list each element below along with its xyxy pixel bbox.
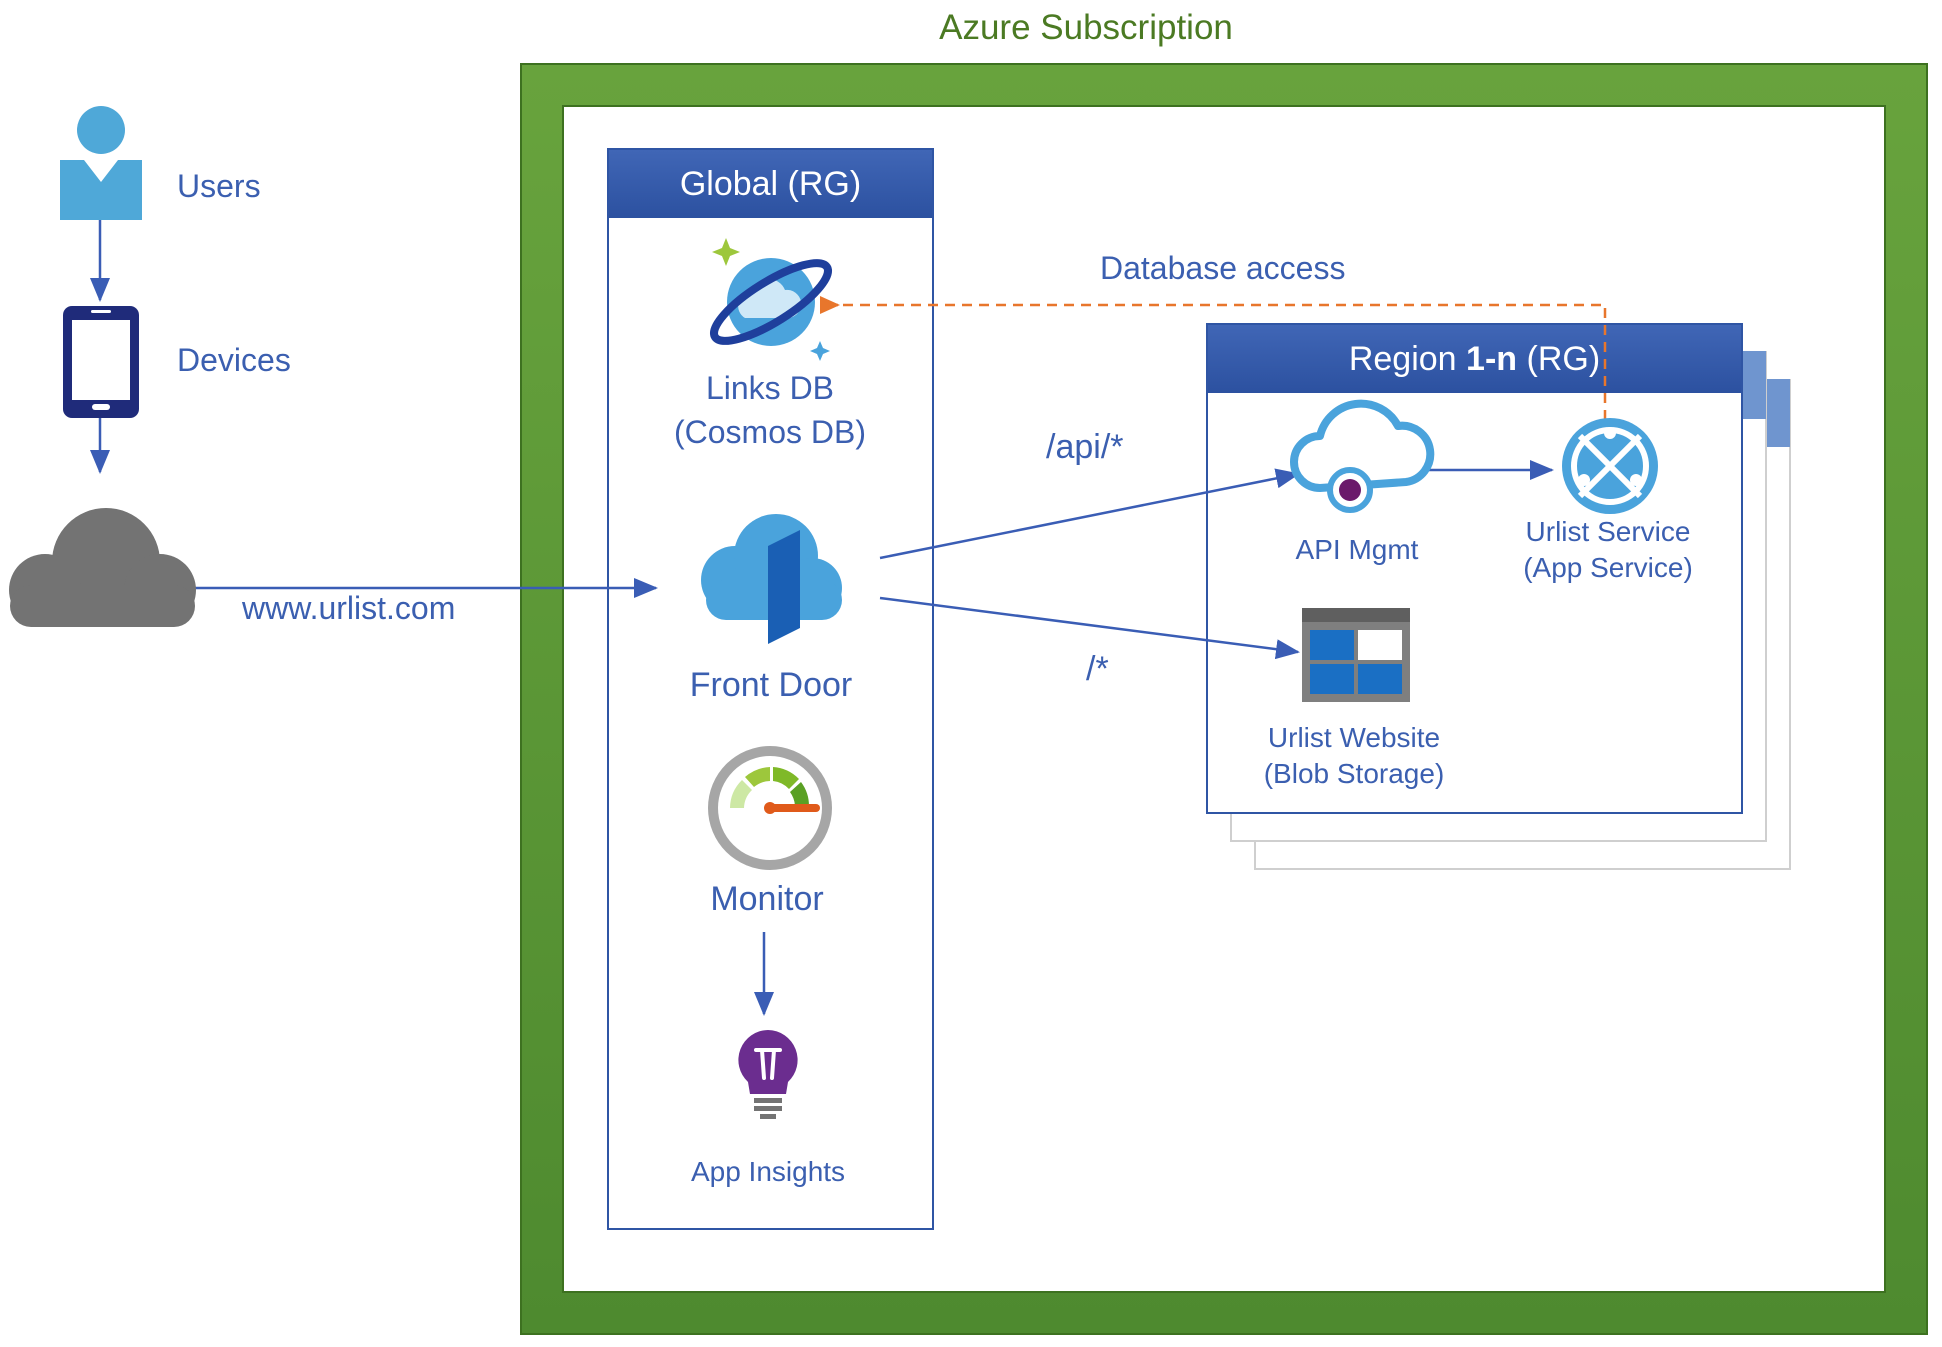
region-rg-title-bold: 1-n	[1466, 339, 1518, 378]
database-access-line	[838, 303, 1607, 420]
region-resource-group: Region 1-n (RG)	[1206, 323, 1743, 814]
api-route-arrow	[879, 468, 1300, 560]
api-management-cloud-icon	[1290, 399, 1435, 513]
urlist-website-label: Urlist Website	[1267, 722, 1441, 753]
app-service-icon	[1562, 418, 1658, 514]
subscription-title: Azure Subscription	[939, 8, 1233, 47]
users-icon	[60, 106, 142, 220]
internet-cloud-icon	[9, 508, 196, 627]
region-rg-title-suffix: (RG)	[1517, 339, 1601, 378]
region-rg-header: Region 1-n (RG)	[1208, 325, 1741, 393]
region-stack-middle-tab	[1742, 351, 1766, 419]
monitor-label: Monitor	[710, 880, 824, 918]
api-mgmt-label: API Mgmt	[1295, 534, 1419, 565]
monitor-gauge-icon	[708, 746, 832, 870]
app-service-label: (App Service)	[1523, 552, 1693, 583]
blob-storage-website-icon	[1302, 608, 1410, 702]
app-insights-label: App Insights	[690, 1156, 846, 1187]
root-route-arrow	[879, 596, 1300, 660]
users-label: Users	[177, 168, 261, 204]
global-rg-header: Global (RG)	[609, 150, 932, 218]
root-route-label: /*	[1086, 650, 1109, 688]
links-db-label: Links DB	[705, 370, 835, 406]
front-door-label: Front Door	[689, 666, 853, 704]
urlist-service-label: Urlist Service	[1525, 516, 1691, 547]
region-stack-back-tab	[1766, 379, 1790, 447]
database-access-label: Database access	[1100, 250, 1346, 286]
api-route-label: /api/*	[1046, 428, 1124, 466]
cosmos-db-label: (Cosmos DB)	[673, 414, 867, 450]
devices-label: Devices	[177, 342, 291, 378]
phone-icon	[63, 306, 139, 418]
blob-storage-label: (Blob Storage)	[1263, 758, 1445, 789]
front-door-icon	[701, 514, 842, 644]
cosmos-db-icon	[710, 238, 832, 361]
app-insights-bulb-icon	[738, 1030, 798, 1119]
region-rg-title-prefix: Region	[1348, 339, 1467, 378]
url-label: www.urlist.com	[242, 590, 456, 626]
